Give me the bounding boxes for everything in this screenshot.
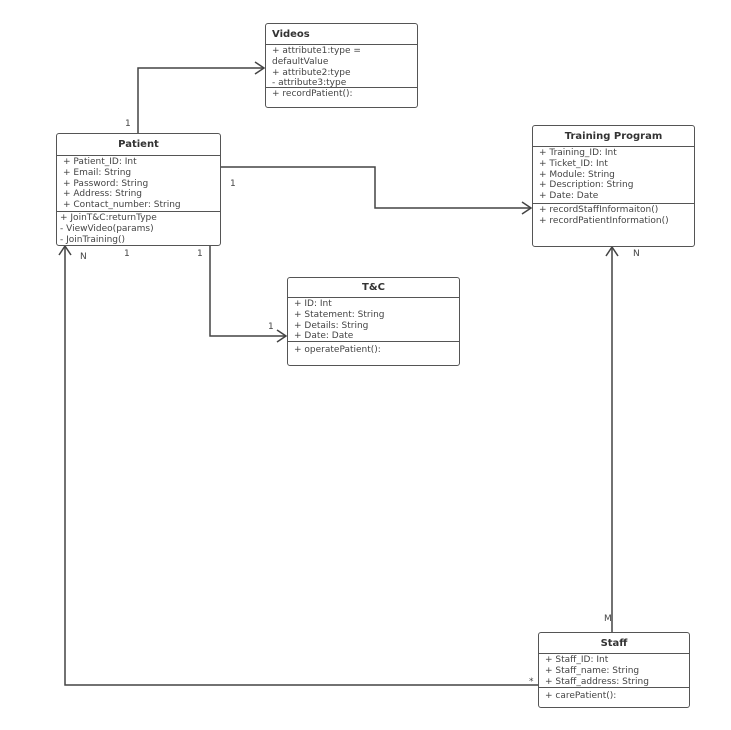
class-name: T&C — [288, 278, 459, 298]
attribute: + Date: Date — [294, 331, 354, 342]
multiplicity-label: 1 — [268, 322, 274, 332]
class-name: Videos — [266, 24, 417, 45]
attribute: + ID: Int — [294, 299, 332, 309]
method: - JoinTraining() — [60, 234, 126, 245]
methods: + recordPatient(): — [266, 88, 417, 100]
attribute: + Description: String — [539, 180, 634, 191]
patient-videos-association — [137, 67, 263, 133]
multiplicity-label: 1 — [197, 249, 203, 259]
attribute: + Training_ID: Int — [539, 148, 617, 158]
patient-training-arrowhead — [521, 201, 533, 215]
attributes: + ID: Int + Statement: String + Details:… — [288, 298, 459, 342]
methods: + recordStaffInformaiton() + recordPatie… — [533, 204, 694, 227]
multiplicity-label: N — [80, 252, 87, 262]
attribute: + Password: String — [63, 178, 149, 189]
methods: + JoinT&C:returnType - ViewVideo(params)… — [57, 212, 220, 245]
patient-videos-arrowhead — [254, 61, 266, 75]
method: + carePatient(): — [545, 691, 617, 701]
multiplicity-label: * — [529, 677, 534, 687]
attribute: defaultValue — [272, 56, 329, 67]
method: + JoinT&C:returnType — [60, 213, 157, 223]
method: + recordStaffInformaiton() — [539, 205, 659, 215]
attribute: + Contact_number: String — [63, 200, 181, 211]
patient-tc-arrowhead — [276, 329, 288, 343]
patient-training-association — [220, 166, 530, 209]
staff-patient-arrowhead — [58, 244, 72, 256]
attributes: + Training_ID: Int + Ticket_ID: Int + Mo… — [533, 147, 694, 204]
attribute: + Address: String — [63, 189, 142, 200]
attributes: + Patient_ID: Int + Email: String + Pass… — [57, 156, 220, 212]
class-staff[interactable]: Staff + Staff_ID: Int + Staff_name: Stri… — [538, 632, 690, 708]
attribute: + Staff_name: String — [545, 665, 640, 676]
attribute: + Patient_ID: Int — [63, 157, 137, 167]
staff-patient-association — [64, 247, 538, 686]
attribute: + Email: String — [63, 167, 132, 178]
method: + recordPatient(): — [272, 89, 353, 99]
multiplicity-label: 1 — [125, 119, 131, 129]
patient-tc-association — [209, 245, 285, 337]
method: - ViewVideo(params) — [60, 223, 154, 234]
attribute: + attribute1:type = — [272, 46, 361, 56]
attribute: + Ticket_ID: Int — [539, 158, 608, 169]
multiplicity-label: N — [633, 249, 640, 259]
method: + operatePatient(): — [294, 345, 381, 355]
attribute: + Details: String — [294, 320, 369, 331]
multiplicity-label: 1 — [230, 179, 236, 189]
methods: + operatePatient(): — [288, 342, 459, 356]
class-training-program[interactable]: Training Program + Training_ID: Int + Ti… — [532, 125, 695, 247]
staff-training-arrowhead — [605, 245, 619, 257]
attribute: + Statement: String — [294, 309, 385, 320]
multiplicity-label: 1 — [124, 249, 130, 259]
methods: + carePatient(): — [539, 688, 689, 702]
class-name: Training Program — [533, 126, 694, 147]
method: + recordPatientInformation() — [539, 215, 669, 226]
multiplicity-label: M — [604, 614, 612, 624]
attribute: + Module: String — [539, 169, 615, 180]
attribute: + attribute2:type — [272, 67, 351, 78]
attribute: + Staff_address: String — [545, 676, 649, 687]
class-videos[interactable]: Videos + attribute1:type = defaultValue … — [265, 23, 418, 108]
class-tc[interactable]: T&C + ID: Int + Statement: String + Deta… — [287, 277, 460, 366]
attribute: - attribute3:type — [272, 78, 347, 88]
attributes: + attribute1:type = defaultValue + attri… — [266, 45, 417, 88]
class-patient[interactable]: Patient + Patient_ID: Int + Email: Strin… — [56, 133, 221, 246]
attribute: + Staff_ID: Int — [545, 655, 609, 665]
class-name: Staff — [539, 633, 689, 654]
attribute: + Date: Date — [539, 191, 599, 202]
attributes: + Staff_ID: Int + Staff_name: String + S… — [539, 654, 689, 688]
class-name: Patient — [57, 134, 220, 156]
